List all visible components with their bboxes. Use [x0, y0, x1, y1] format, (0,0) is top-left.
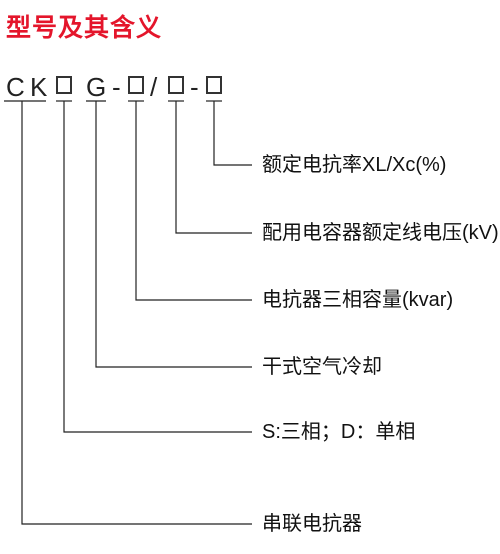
page-title: 型号及其含义	[6, 14, 163, 42]
desc-phase-type: S:三相；D：单相	[262, 421, 416, 443]
desc-reactance-rate: 额定电抗率XL/Xc(%)	[262, 154, 447, 176]
code-placeholder-box-capacity	[128, 76, 144, 94]
code-slash: /	[150, 72, 158, 102]
code-dash-1: -	[112, 72, 121, 102]
connector-voltage	[175, 101, 252, 234]
code-letter-g: G	[86, 72, 107, 102]
connector-cooling	[95, 101, 252, 368]
connector-rate	[213, 101, 252, 166]
desc-dry-air-cooling: 干式空气冷却	[262, 356, 382, 378]
code-placeholder-box-reactance-rate	[206, 76, 222, 94]
connector-series	[21, 101, 252, 525]
code-placeholder-box-voltage	[168, 76, 184, 94]
code-letter-k: K	[30, 72, 48, 102]
code-letter-c: C	[6, 72, 25, 102]
code-dash-2: -	[190, 72, 199, 102]
desc-three-phase-capacity: 电抗器三相容量(kvar)	[262, 289, 454, 311]
connector-phase	[63, 101, 252, 433]
desc-rated-line-voltage: 配用电容器额定线电压(kV)	[262, 222, 499, 244]
connector-capacity	[135, 101, 252, 301]
desc-series-reactor: 串联电抗器	[262, 513, 362, 535]
code-placeholder-box-phase	[56, 76, 72, 94]
